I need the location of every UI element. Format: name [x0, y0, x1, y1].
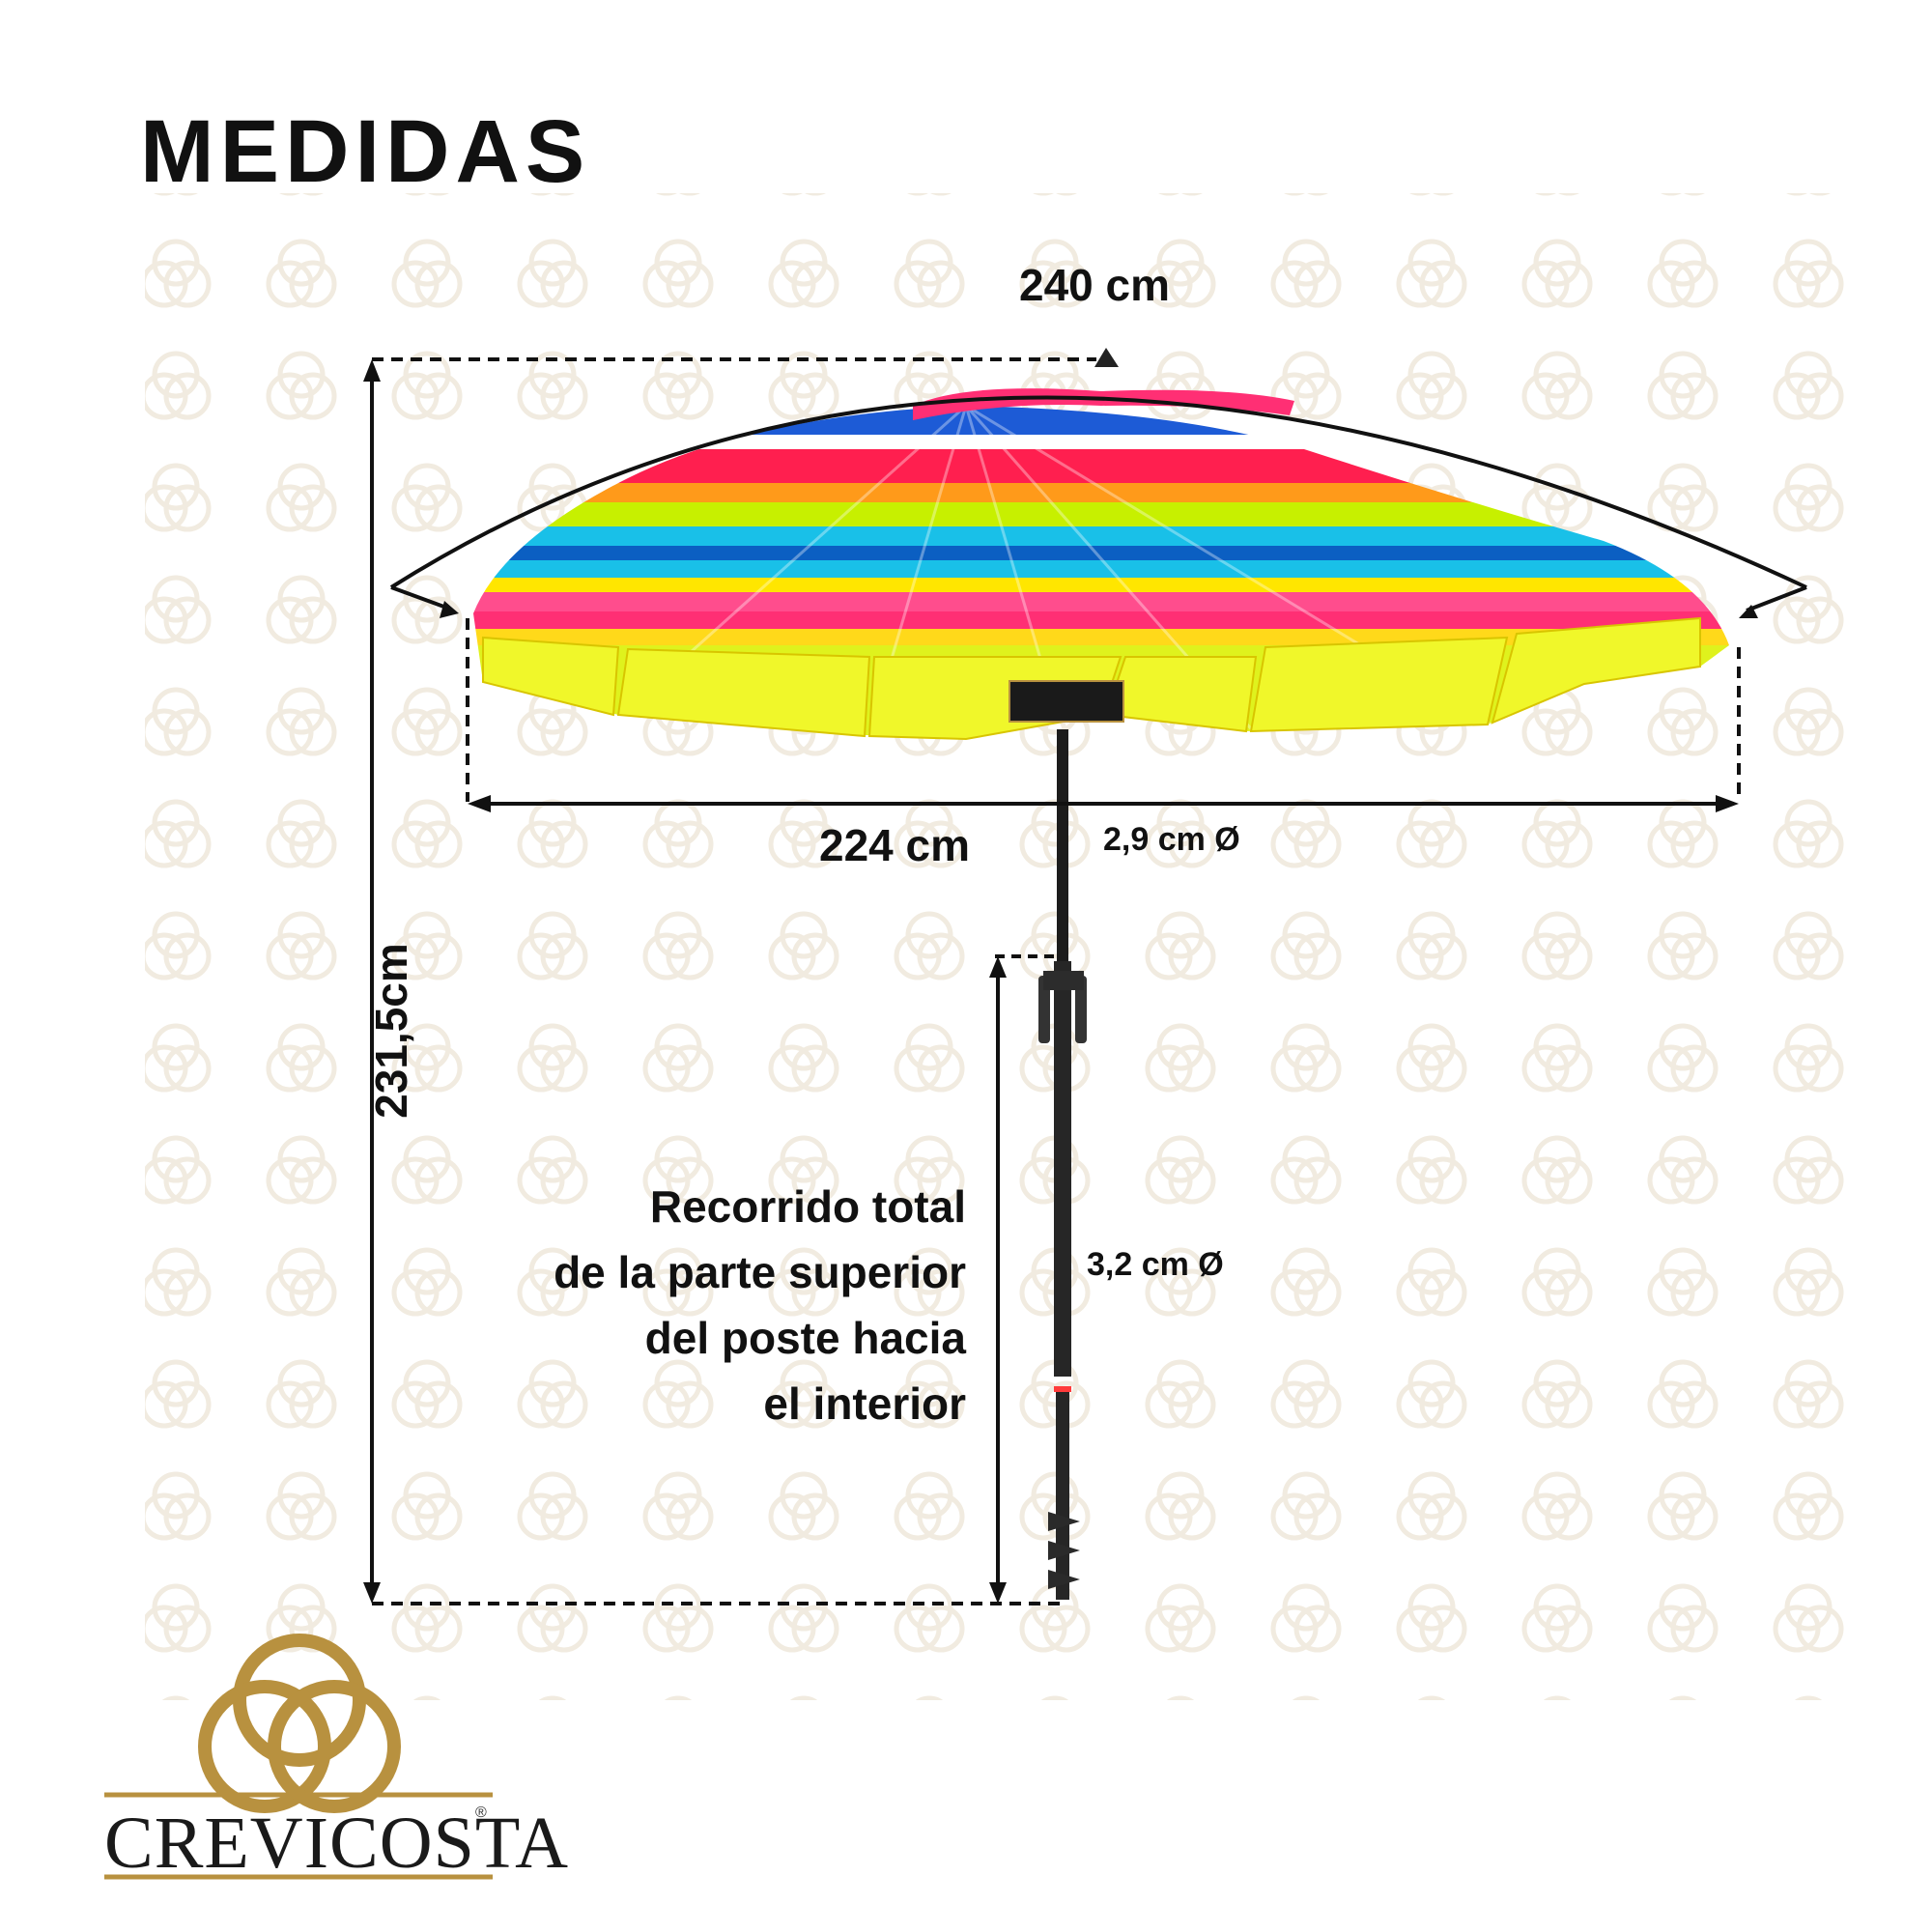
total-height-label: 231,5cm [366, 943, 416, 1119]
travel-note-line: del poste hacia [644, 1313, 966, 1363]
canopy-width-label: 224 cm [819, 820, 971, 870]
page-title: MEDIDAS [140, 102, 591, 201]
umbrella-pole [1038, 729, 1087, 1600]
canopy-arc-label: 240 cm [1019, 260, 1171, 310]
pole-top-diameter-label: 2,9 cm Ø [1103, 821, 1240, 858]
brand-name: CREVICOSTA [104, 1803, 570, 1884]
brand-logo-rings [198, 1634, 401, 1813]
registered-mark: ® [475, 1804, 487, 1821]
travel-note-line: de la parte superior [554, 1247, 966, 1297]
travel-note-line: el interior [763, 1378, 966, 1429]
travel-note: Recorrido total de la parte superior del… [512, 1174, 966, 1436]
arc-dimension-line [389, 395, 1807, 612]
canopy-panels [482, 616, 1701, 741]
travel-note-line: Recorrido total [649, 1181, 966, 1232]
canopy-brand-tag [1009, 680, 1124, 723]
ground-auger [1048, 1512, 1080, 1589]
pole-bottom-diameter-label: 3,2 cm Ø [1087, 1246, 1224, 1283]
